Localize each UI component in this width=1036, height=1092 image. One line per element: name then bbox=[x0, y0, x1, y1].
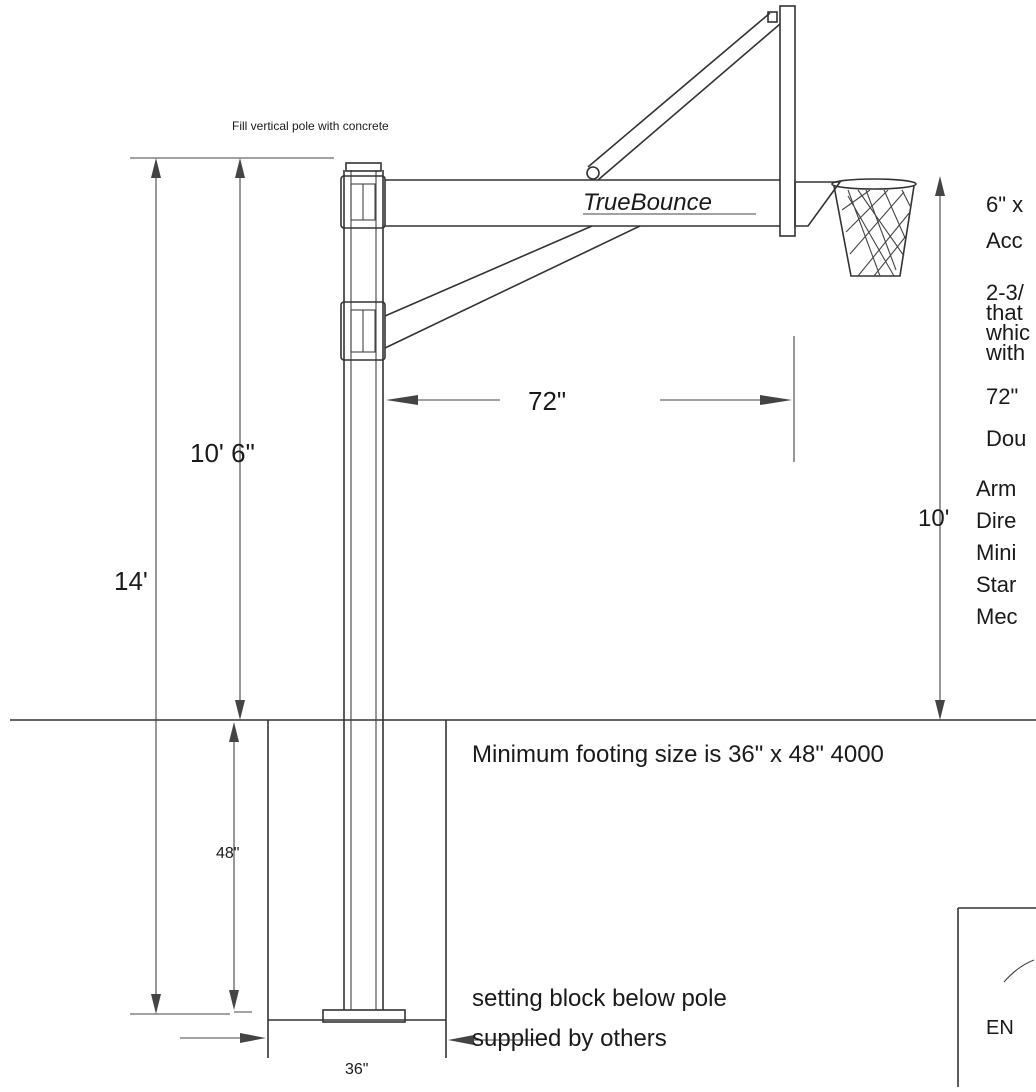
dimension-72in bbox=[386, 395, 792, 405]
brand-label: TrueBounce bbox=[583, 189, 712, 216]
spec-line: 2-3/ bbox=[986, 280, 1025, 305]
spec-line: Dou bbox=[986, 426, 1026, 451]
title-block: EN bbox=[957, 907, 1036, 1087]
spec-line: 6" x bbox=[986, 192, 1023, 217]
label-48in: 48" bbox=[216, 845, 239, 862]
extension-arm bbox=[385, 179, 780, 227]
label-72in: 72" bbox=[528, 386, 566, 416]
spec-line: Acc bbox=[986, 228, 1023, 253]
spec-line: Mec bbox=[976, 604, 1018, 629]
dimension-36in bbox=[180, 1033, 266, 1043]
spec-line: Arm bbox=[976, 476, 1016, 501]
spec-line: Star bbox=[976, 572, 1016, 597]
backboard-strut bbox=[586, 11, 781, 181]
note-setting-block-1: setting block below pole bbox=[472, 985, 727, 1012]
label-10ft6in: 10' 6" bbox=[190, 438, 255, 468]
note-footing: Minimum footing size is 36" x 48" 4000 bbox=[472, 741, 884, 768]
dimension-10ft bbox=[935, 176, 945, 720]
spec-line: 72" bbox=[986, 384, 1018, 409]
note-setting-block-2: supplied by others bbox=[472, 1025, 667, 1052]
vertical-pole bbox=[343, 162, 384, 1010]
setting-block-leader bbox=[448, 1035, 536, 1045]
rim-mount bbox=[794, 181, 842, 227]
label-14ft: 14' bbox=[114, 566, 148, 596]
spec-text: 6" x Acc 2-3/ that whic with 72" Dou Arm… bbox=[976, 192, 1030, 629]
diagonal-brace bbox=[384, 225, 641, 349]
spec-line: whic bbox=[985, 320, 1030, 345]
spec-line: Mini bbox=[976, 540, 1016, 565]
upper-clamp bbox=[340, 175, 386, 229]
spec-line: Dire bbox=[976, 508, 1016, 533]
dimension-48in bbox=[229, 722, 252, 1013]
rim-and-net bbox=[831, 178, 917, 277]
lower-clamp bbox=[340, 301, 386, 361]
spec-line: with bbox=[985, 340, 1025, 365]
backboard bbox=[779, 5, 796, 237]
setting-block bbox=[322, 1009, 406, 1023]
dimension-14ft bbox=[130, 158, 230, 1015]
label-10ft: 10' bbox=[918, 505, 949, 532]
dimension-10ft6in bbox=[235, 158, 245, 720]
label-36in: 36" bbox=[345, 1061, 368, 1078]
footing-outline bbox=[267, 720, 447, 1058]
title-block-text: EN bbox=[986, 1017, 1014, 1039]
spec-line: that bbox=[986, 300, 1023, 325]
note-concrete: Fill vertical pole with concrete bbox=[232, 119, 389, 133]
